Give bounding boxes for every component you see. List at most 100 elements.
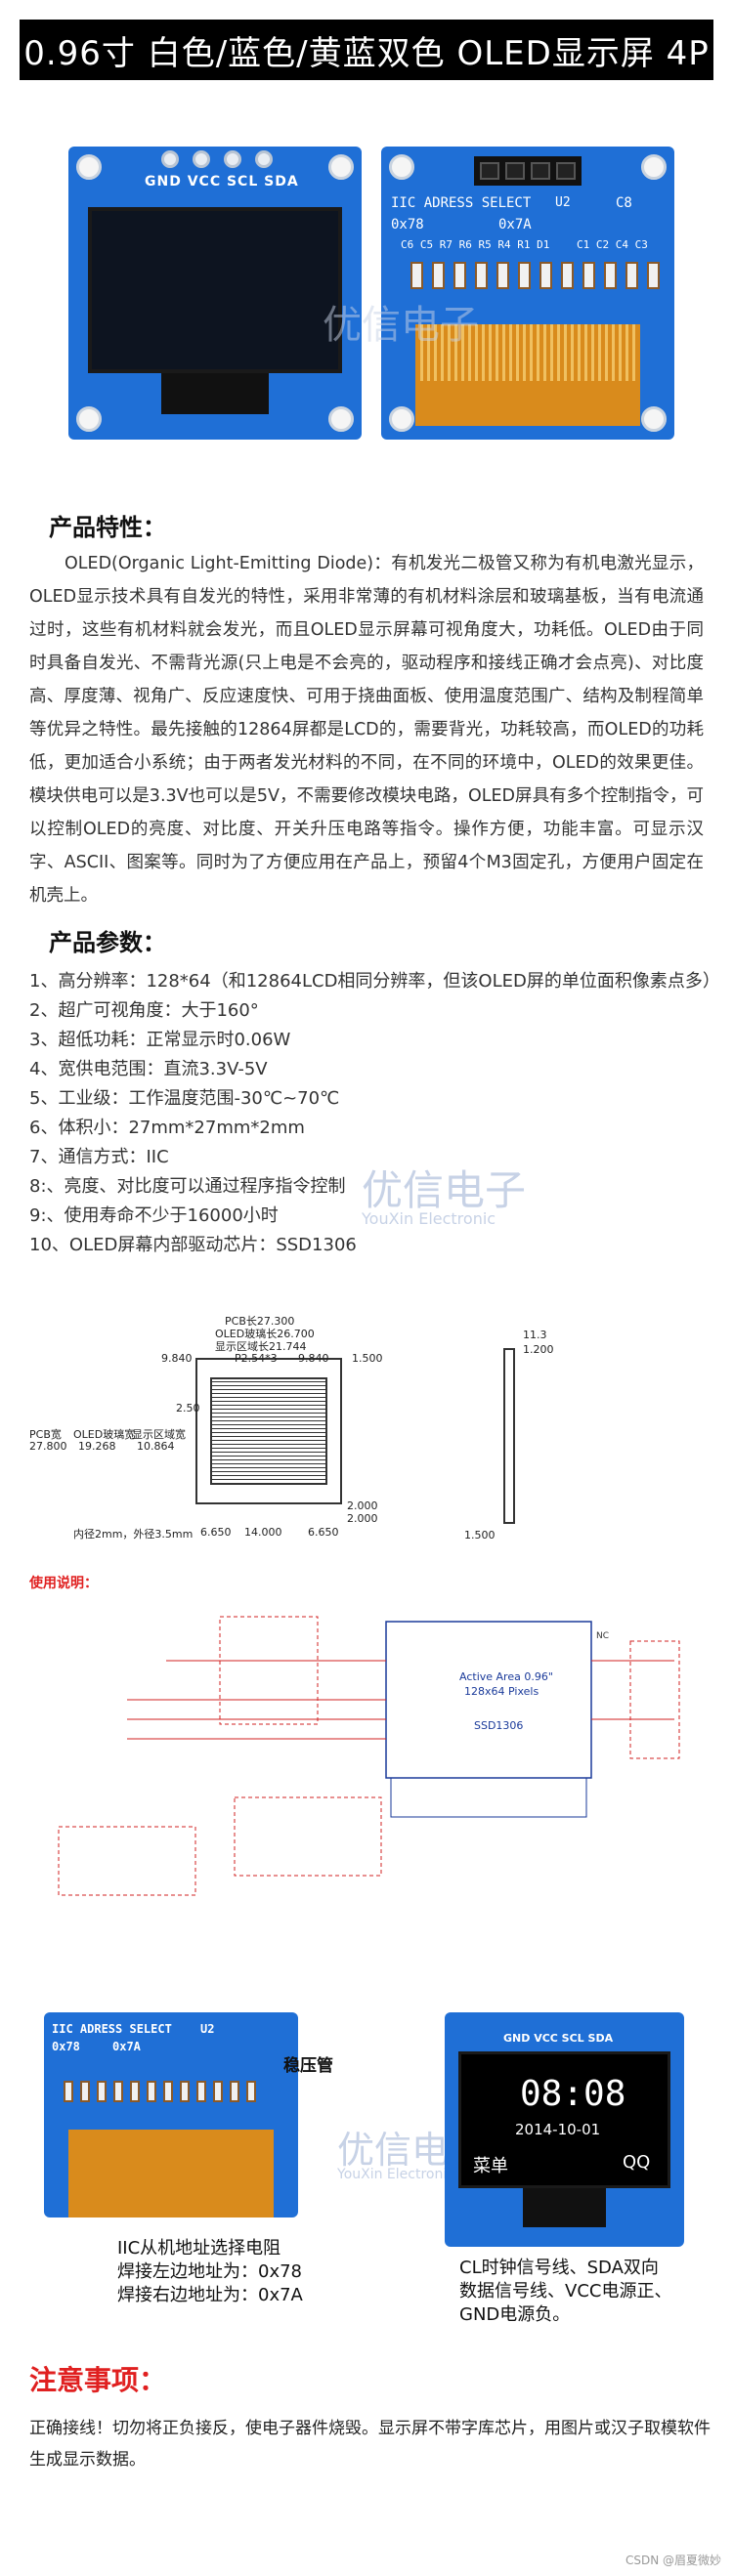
schematic-chip: SSD1306 [474,1719,524,1732]
dimension-drawing: PCB长27.300 OLED玻璃长26.700 显示区域长21.744 9.8… [24,1309,709,1563]
silk-parts-left: C6 C5 R7 R6 R5 R4 R1 D1 [401,238,550,251]
param-item: 1、高分辨率：128*64（和12864LCD相同分辨率，但该OLED屏的单位面… [29,971,720,992]
dim-label: 1.500 [464,1529,496,1541]
param-item: 7、通信方式：IIC [29,1147,169,1167]
schematic-pixels: 128x64 Pixels [464,1685,539,1698]
page-title: 0.96寸 白色/蓝色/黄蓝双色 OLED显示屏 4P [20,20,713,80]
smd-components [410,262,660,289]
dim-label: 1.200 [523,1343,554,1356]
schematic-active-area: Active Area 0.96" [459,1670,553,1683]
screen-qq: QQ [623,2152,651,2173]
param-item: 3、超低功耗：正常显示时0.06W [29,1030,291,1050]
screen-menu: 菜单 [473,2156,508,2176]
dim-label: PCB宽 [29,1428,62,1441]
pin-note-line: CL时钟信号线、SDA双向 [459,2258,659,2278]
dim-label: 2.50 [176,1402,200,1415]
dim-label: OLED玻璃宽 [73,1428,136,1441]
dim-label: 27.800 [29,1440,67,1453]
pin-header [474,156,582,186]
silk-address-label: IIC ADRESS SELECT [52,2022,172,2036]
iic-address-note: IIC从机地址选择电阻 焊接左边地址为：0x78 焊接右边地址为：0x7A [117,2237,303,2307]
dim-label: 1.500 [352,1352,383,1365]
dim-label: 11.3 [523,1329,547,1341]
dim-label: 2.000 [347,1499,378,1512]
oled-module-lit-photo: GND VCC SCL SDA 08:08 2014-10-01 菜单 QQ [445,2012,684,2247]
circuit-schematic: Active Area 0.96" 128x64 Pixels SSD1306 … [49,1602,684,1915]
silk-0x7a: 0x7A [112,2040,141,2053]
silk-u2: U2 [200,2022,215,2036]
dim-label: 显示区域长21.744 [215,1340,307,1353]
dim-label: 9.840 [161,1352,193,1365]
oled-screen: 08:08 2014-10-01 菜单 QQ [458,2051,670,2188]
param-item: 5、工业级：工作温度范围-30℃~70℃ [29,1088,340,1109]
mount-hole [328,406,354,432]
usage-label: 使用说明： [29,1576,98,1591]
notice-body: 正确接线！切勿将正负接反，使电子器件烧毁。显示屏不带字库芯片，用图片或汉子取模软… [29,2419,711,2470]
param-item: 10、OLED屏幕内部驱动芯片：SSD1306 [29,1235,357,1255]
param-item: 8:、亮度、对比度可以通过程序指令控制 [29,1176,346,1197]
flex-cable-traces [420,324,635,381]
oled-module-back-photo: IIC ADRESS SELECT U2 C8 0x78 0x7A C6 C5 … [381,147,674,440]
mount-hole [389,406,414,432]
dim-label: 6.650 [308,1526,339,1539]
pin-header [161,150,273,168]
params-list: 1、高分辨率：128*64（和12864LCD相同分辨率，但该OLED屏的单位面… [29,967,720,1260]
iic-note-line: 焊接左边地址为：0x78 [117,2261,303,2282]
mount-hole [76,406,102,432]
silk-u2: U2 [555,195,571,210]
silk-0x7a: 0x7A [498,217,532,232]
pin-note-line: GND电源负。 [459,2304,571,2325]
mount-hole [328,154,354,180]
screen-date: 2014-10-01 [515,2121,601,2138]
footer-watermark: CSDN @眉夏微妙 [625,2554,721,2567]
pin-function-note: CL时钟信号线、SDA双向 数据信号线、VCC电源正、 GND电源负。 [459,2257,671,2327]
ribbon-cable [523,2188,606,2227]
side-view-outline [503,1348,515,1524]
param-item: 2、超广可视角度：大于160° [29,1000,259,1021]
flex-cable [68,2130,274,2217]
oled-screen [88,207,342,373]
dim-label: 6.650 [200,1526,232,1539]
dim-label: 10.864 [137,1440,175,1453]
features-body: OLED(Organic Light-Emitting Diode)：有机发光二… [29,554,704,906]
iic-note-line: 焊接右边地址为：0x7A [117,2285,303,2305]
smd-components [64,2081,256,2102]
mount-hole [76,154,102,180]
silk-c8: C8 [616,195,632,211]
params-heading: 产品参数： [49,929,166,956]
param-item: 9:、使用寿命不少于16000小时 [29,1205,279,1226]
display-area-outline [210,1377,327,1485]
mount-hole [641,406,667,432]
silk-parts-right: C1 C2 C4 C3 [577,238,648,251]
dim-label: 内径2mm，外径3.5mm [73,1528,194,1541]
silk-0x78: 0x78 [52,2040,80,2053]
mount-hole [389,154,414,180]
param-item: 4、宽供电范围：直流3.3V-5V [29,1059,268,1079]
dim-label: 9.840 [298,1352,329,1365]
dim-label: P2.54*3 [235,1352,278,1365]
param-item: 6、体积小：27mm*27mm*2mm [29,1118,305,1138]
dim-label: 14.000 [244,1526,282,1539]
dim-label: PCB长27.300 [225,1315,295,1328]
pin-note-line: 数据信号线、VCC电源正、 [459,2281,672,2302]
schematic-lines [58,1616,680,1896]
silk-0x78: 0x78 [391,217,424,232]
mount-hole [641,154,667,180]
silk-address-label: IIC ADRESS SELECT [391,195,532,211]
iic-note-line: IIC从机地址选择电阻 [117,2238,281,2259]
oled-module-back-photo-annotated: IIC ADRESS SELECT U2 0x78 0x7A [44,2012,298,2217]
dim-label: 2.000 [347,1512,378,1525]
pin-label: GND VCC SCL SDA [503,2032,614,2045]
pin-label: GND VCC SCL SDA [145,174,299,190]
voltage-regulator-label: 稳压管 [283,2056,333,2076]
dim-label: OLED玻璃长26.700 [215,1328,315,1340]
dim-label: 19.268 [78,1440,116,1453]
schematic-nc: NC [596,1631,610,1641]
features-heading: 产品特性： [49,514,166,541]
notice-heading: 注意事项： [29,2364,167,2396]
oled-module-front-photo: GND VCC SCL SDA [68,147,362,440]
ribbon-cable [161,373,269,414]
dim-label: 显示区域宽 [132,1428,186,1441]
watermark-brand-en: YouXin Electronic [337,2167,454,2182]
screen-time: 08:08 [520,2074,626,2114]
